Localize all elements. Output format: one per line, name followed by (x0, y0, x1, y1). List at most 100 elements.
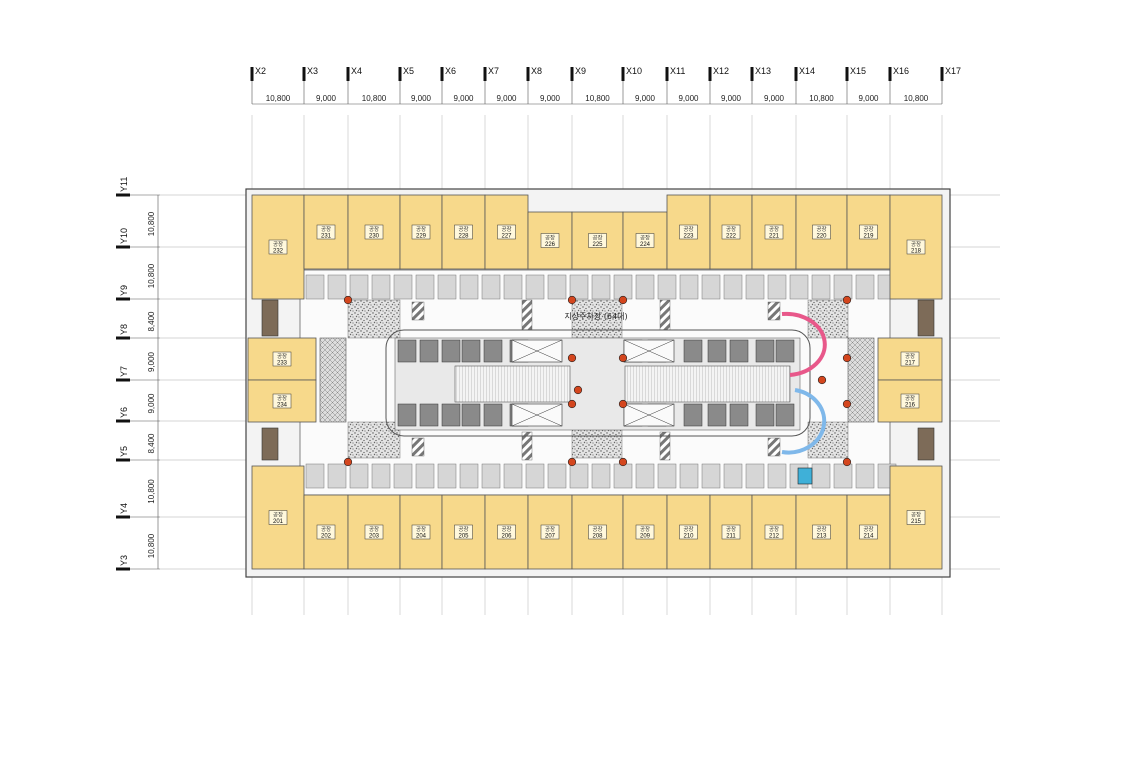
elevator-cross (511, 403, 563, 427)
unit-type-label: 공장 (277, 395, 287, 402)
unit-type-label: 공장 (769, 526, 779, 533)
dim-label-x: 9,000 (764, 94, 785, 103)
unit-number: 216 (905, 403, 916, 409)
grid-label-x: X11 (670, 66, 685, 76)
loading-bay (635, 274, 655, 300)
unit-number: 201 (273, 519, 284, 525)
unit-tag (635, 524, 655, 540)
crosswalk (411, 437, 425, 457)
unit-tag (411, 224, 431, 240)
unit-number: 202 (321, 534, 332, 540)
column-marker (343, 295, 353, 305)
service-core (483, 403, 503, 427)
loading-bay (679, 274, 699, 300)
unit-tag (497, 524, 516, 540)
loading-bay (481, 274, 501, 300)
elevator-cross (511, 339, 563, 363)
dim-label-y: 10,800 (147, 479, 156, 504)
unit-type-label: 공장 (501, 526, 511, 533)
unit-type-label: 공장 (321, 526, 331, 533)
grid-tick (526, 67, 530, 81)
service-core (755, 403, 775, 427)
loading-bay (591, 274, 611, 300)
grid-label-x: X7 (488, 66, 499, 76)
unit-type-label: 공장 (640, 235, 650, 242)
service-core (461, 403, 481, 427)
paving-zone (571, 299, 623, 339)
service-core (397, 339, 417, 363)
unit-type-label: 공장 (545, 235, 555, 242)
unit-number: 203 (369, 534, 380, 540)
loading-bay (503, 274, 523, 300)
column-marker (817, 375, 827, 385)
grid-tick (940, 67, 944, 81)
loading-bay (459, 274, 479, 300)
unit-type-label: 공장 (273, 512, 283, 519)
service-core (683, 339, 703, 363)
unit-tag (540, 524, 560, 540)
grid-tick (302, 67, 306, 81)
dim-label-x: 9,000 (453, 94, 474, 103)
unit-tag (900, 393, 920, 409)
dim-label-x: 9,000 (316, 94, 337, 103)
unit-tag (411, 524, 431, 540)
unit-tag (679, 224, 698, 240)
grid-tick (346, 67, 350, 81)
loading-bay (613, 274, 633, 300)
loading-bay (525, 463, 545, 489)
grid-tick (116, 378, 130, 382)
side-ramp (319, 337, 347, 423)
grid-label-y: Y10 (119, 228, 129, 244)
unit-number: 229 (416, 234, 427, 240)
crosswalk (521, 431, 533, 461)
unit-tag (364, 524, 384, 540)
unit-tag (316, 224, 336, 240)
loading-bay (305, 274, 325, 300)
dim-label-x: 9,000 (678, 94, 699, 103)
column-marker (567, 353, 577, 363)
unit-type-label: 공장 (905, 395, 915, 402)
column-markers (343, 295, 852, 467)
unit-number: 222 (726, 234, 737, 240)
unit-tag (859, 524, 878, 540)
unit-type-label: 공장 (592, 235, 602, 242)
loading-bay (745, 274, 765, 300)
loading-bay (811, 463, 831, 489)
service-core (419, 339, 439, 363)
loading-bay (811, 274, 831, 300)
unit-type-label: 공장 (458, 226, 468, 233)
unit-tag (454, 524, 473, 540)
grid-tick (794, 67, 798, 81)
loading-bay (855, 463, 875, 489)
loading-bay (591, 463, 611, 489)
grid-tick (116, 567, 130, 571)
unit-type-label: 공장 (416, 226, 426, 233)
loading-bay (723, 463, 743, 489)
service-core (707, 403, 727, 427)
grid-label-x: X2 (255, 66, 266, 76)
grid-label-x: X3 (307, 66, 318, 76)
grid-label-x: X16 (893, 66, 909, 76)
unit-type-label: 공장 (816, 226, 826, 233)
unit-type-label: 공장 (911, 512, 921, 519)
unit-tag (272, 393, 292, 409)
grid-tick (116, 297, 130, 301)
unit-type-label: 공장 (458, 526, 468, 533)
unit-tag (364, 224, 384, 240)
unit-type-label: 공장 (273, 241, 283, 248)
